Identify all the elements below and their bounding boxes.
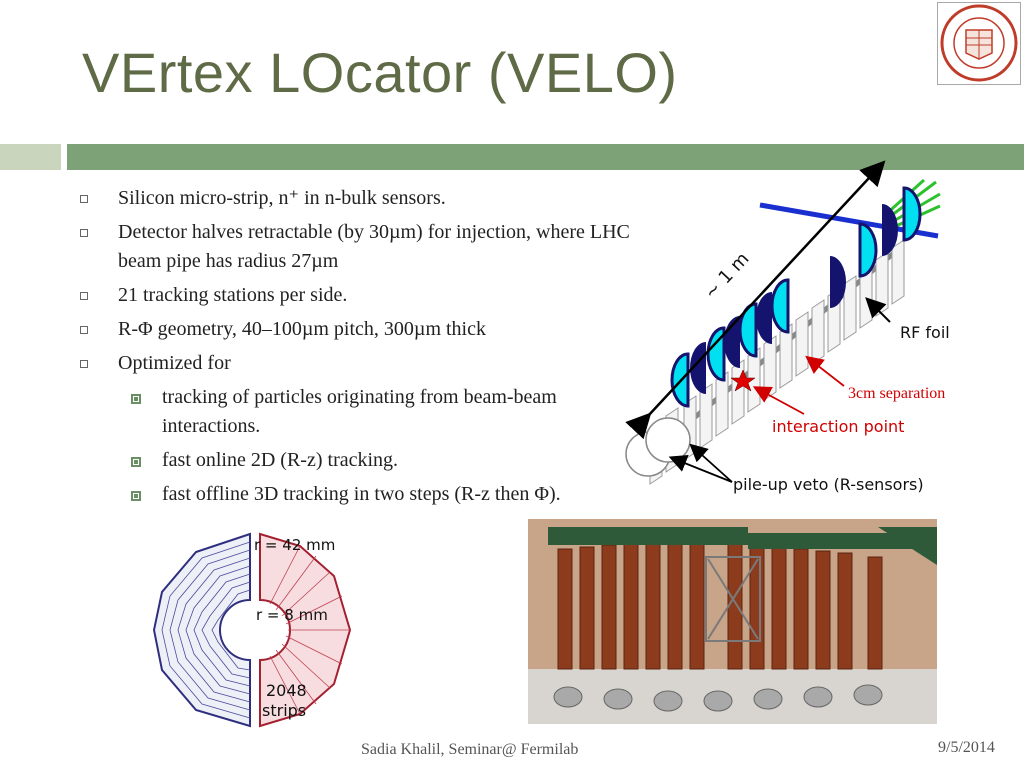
- pileup-label: pile-up veto (R-sensors): [733, 475, 924, 494]
- slide-date: 9/5/2014: [938, 739, 995, 756]
- velo-module-photo: [528, 519, 937, 724]
- sub-bullet-item: fast offline 3D tracking in two steps (R…: [80, 480, 660, 509]
- rf-foil-label: RF foil: [900, 323, 950, 342]
- bullet-item: Optimized for: [80, 349, 660, 378]
- bullet-item: 21 tracking stations per side.: [80, 281, 660, 310]
- strips-label-line1: 2048: [266, 681, 307, 700]
- bullet-marker: [80, 195, 88, 203]
- sub-bullet-marker: [131, 457, 141, 467]
- slide-title: VErtex LOcator (VELO): [82, 41, 678, 104]
- bullet-item: Detector halves retractable (by 30µm) fo…: [80, 218, 660, 276]
- r-inner-label: r = 8 mm: [256, 606, 328, 624]
- length-label: ~ 1 m: [700, 248, 753, 303]
- bullet-marker: [80, 292, 88, 300]
- r-phi-sensor-diagram: r = 42 mm r = 8 mm 2048 strips: [152, 532, 352, 728]
- length-arrow: [625, 160, 886, 440]
- sub-bullet-item: tracking of particles originating from b…: [80, 383, 660, 441]
- bullet-marker: [80, 360, 88, 368]
- bullet-item: Silicon micro-strip, n⁺ in n-bulk sensor…: [80, 184, 660, 213]
- title-bar-accent: [0, 144, 61, 170]
- interaction-arrow: [752, 386, 805, 415]
- sub-bullet-marker: [131, 394, 141, 404]
- rf-foil-arrow: [865, 297, 891, 323]
- r-sensor-half: [152, 532, 251, 728]
- r-outer-label: r = 42 mm: [254, 536, 335, 554]
- phi-sensor-half: [259, 532, 352, 728]
- bullet-list: Silicon micro-strip, n⁺ in n-bulk sensor…: [80, 184, 660, 514]
- pileup-arrow-2: [689, 443, 733, 483]
- slide-footer: Sadia Khalil, Seminar@ Fermilab: [361, 741, 579, 758]
- bullet-marker: [80, 326, 88, 334]
- sub-bullet-marker: [131, 491, 141, 501]
- interaction-label: interaction point: [772, 417, 904, 436]
- separation-arrow: [805, 355, 845, 387]
- syracuse-logo: [937, 2, 1021, 85]
- bullet-item: R-Φ geometry, 40–100µm pitch, 300µm thic…: [80, 315, 660, 344]
- strips-label-line2: strips: [262, 701, 306, 720]
- bullet-marker: [80, 229, 88, 237]
- pileup-arrow-1: [668, 454, 733, 483]
- velo-detector-diagram: ~ 1 m RF foil 3cm separation interaction…: [625, 160, 950, 494]
- sub-bullet-item: fast online 2D (R-z) tracking.: [80, 446, 660, 475]
- separation-label: 3cm separation: [848, 385, 945, 402]
- pileup-veto-sensors: [625, 417, 691, 477]
